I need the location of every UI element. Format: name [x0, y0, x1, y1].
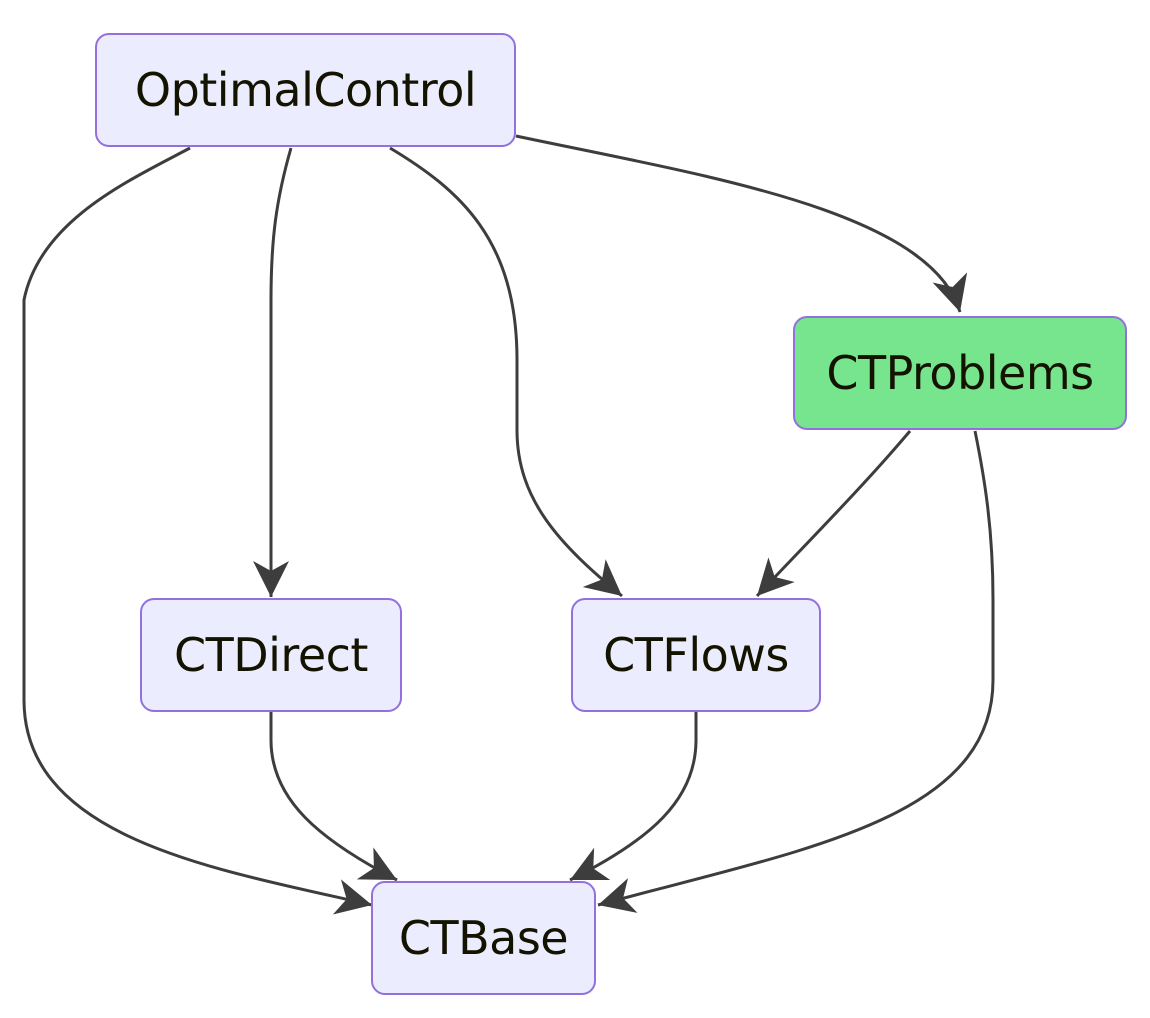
node-ctdirect[interactable]: CTDirect — [140, 598, 402, 712]
node-ctflows[interactable]: CTFlows — [571, 598, 821, 712]
edge-optimalcontrol-to-ctproblems — [515, 134, 968, 313]
edge-optimalcontrol-to-ctdirect — [253, 147, 293, 597]
edge-ctdirect-to-ctbase — [269, 712, 398, 882]
edge-ctproblems-to-ctflows — [755, 430, 912, 598]
node-ctproblems[interactable]: CTProblems — [793, 316, 1127, 430]
node-ctbase[interactable]: CTBase — [371, 881, 596, 995]
edge-optimalcontrol-to-ctbase — [22, 146, 373, 915]
edge-optimalcontrol-to-ctflows — [389, 146, 623, 598]
edges-layer — [22, 134, 995, 915]
edge-ctproblems-to-ctbase — [597, 430, 995, 913]
edge-ctflows-to-ctbase — [569, 712, 698, 882]
node-optimalcontrol[interactable]: OptimalControl — [95, 33, 516, 147]
